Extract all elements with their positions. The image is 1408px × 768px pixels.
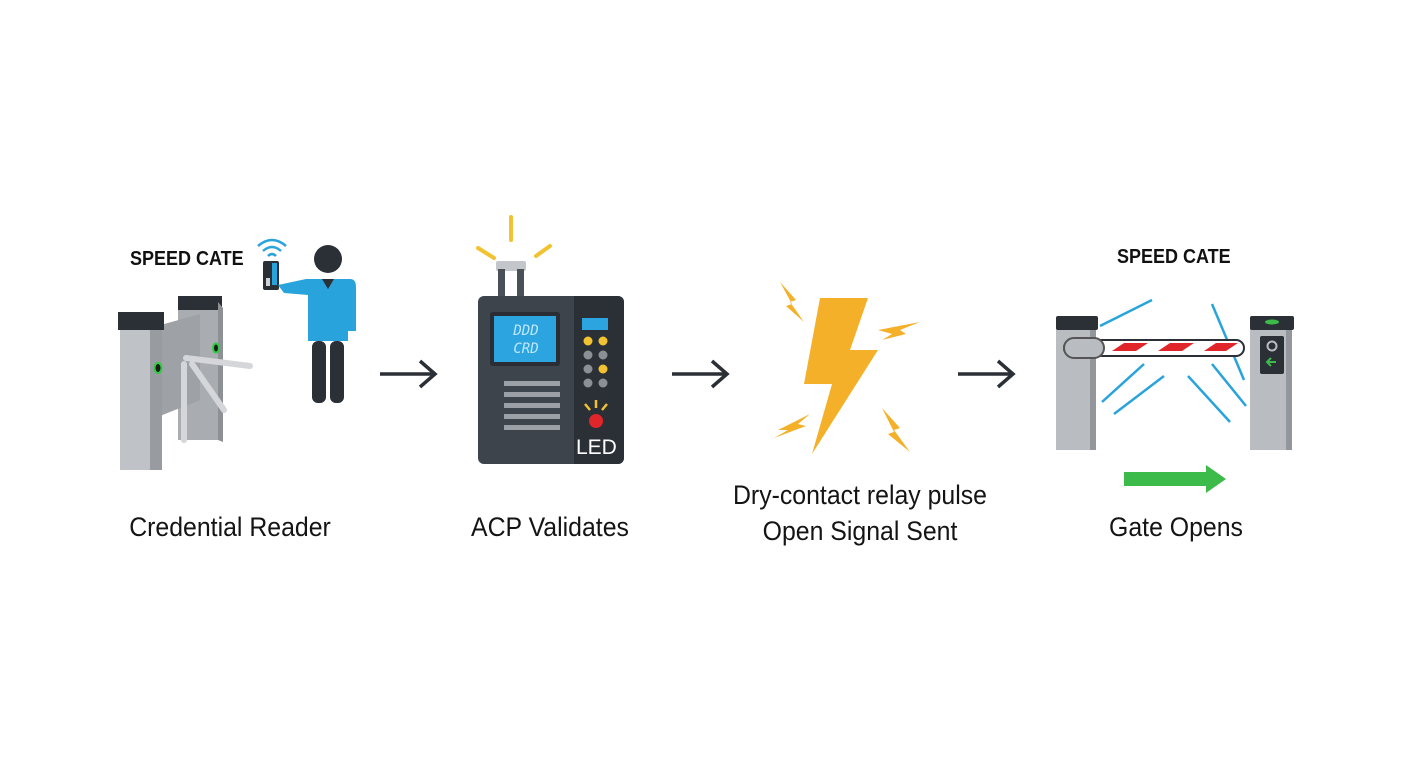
arrow-right-icon xyxy=(380,359,438,389)
wifi-signal-icon xyxy=(257,238,287,257)
step-label-gate-opens: Gate Opens xyxy=(1109,512,1243,542)
lightning-bolt-icon xyxy=(774,282,920,454)
barrier-gate-icon xyxy=(1056,298,1294,450)
person-icon xyxy=(278,245,356,403)
screen-text-line1: DDD xyxy=(512,323,538,339)
arrow-right-icon xyxy=(958,359,1016,389)
keypad-icon xyxy=(582,318,608,388)
screen-text-line2: CRD xyxy=(513,341,538,357)
sensor-beam-icon xyxy=(1099,298,1247,423)
step-label-relay-line1: Dry-contact relay pulse xyxy=(732,480,988,510)
led-indicator-icon xyxy=(584,400,608,428)
arrow-right-icon xyxy=(672,359,730,389)
access-control-panel-icon: DDD CRD xyxy=(476,215,624,464)
led-label: LED xyxy=(576,436,617,459)
speed-gate-sign: SPEED CATE xyxy=(1117,246,1231,268)
step-label-acp-validates: ACP Validates xyxy=(471,512,629,542)
green-arrow-icon xyxy=(1124,465,1226,493)
spark-icon xyxy=(780,282,804,322)
phone-credential-icon xyxy=(263,261,279,290)
spark-icon xyxy=(774,414,810,438)
tripod-turnstile-icon xyxy=(118,296,253,470)
spark-icon xyxy=(878,322,920,340)
step-label-relay-line2: Open Signal Sent xyxy=(762,516,958,546)
speed-gate-sign: SPEED CATE xyxy=(130,248,244,270)
step-label-credential-reader: Credential Reader xyxy=(129,512,331,542)
spark-icon xyxy=(882,408,910,452)
